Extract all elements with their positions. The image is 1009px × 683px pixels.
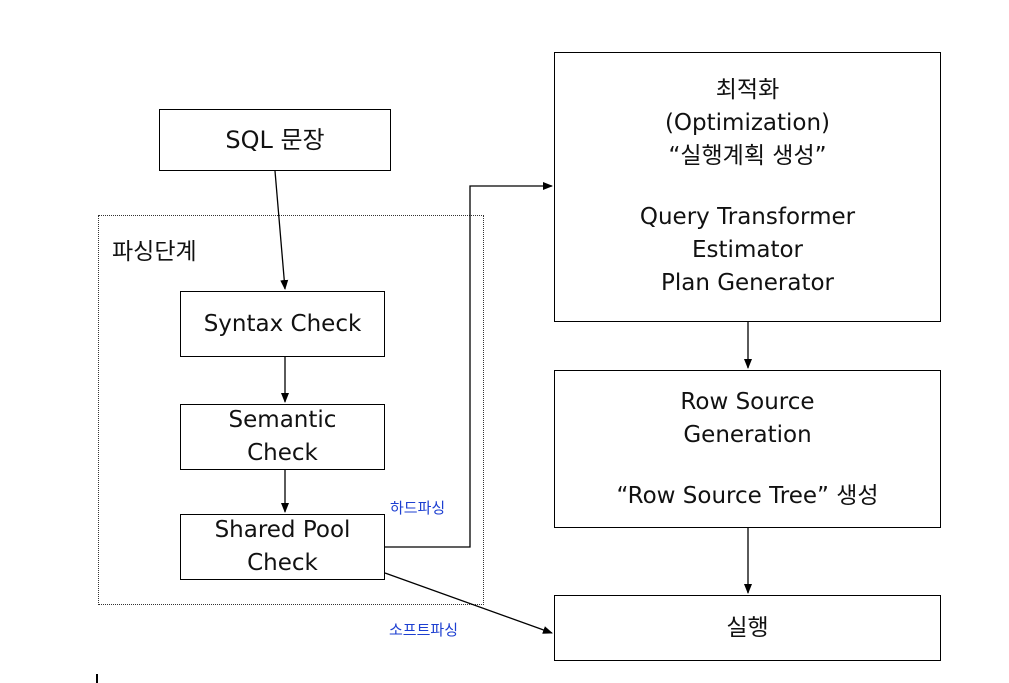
shared-pool-check-line-2: Check [247,550,318,576]
hard-parse-label: 하드파싱 [390,499,446,517]
edge-sql-to-syntax [274,170,289,290]
parsing-stage-region [98,215,484,605]
edge-hard-parse [385,182,553,548]
sql-statement-node: SQL 문장 [159,109,391,171]
edge-soft-parse [384,572,553,634]
shared-pool-check-line-1: Shared Pool [214,517,351,543]
optimization-title-line-1: 최적화 [715,77,780,103]
row-source-generation-node: Row Source Generation “Row Source Tree” … [554,370,941,528]
syntax-check-node: Syntax Check [180,291,385,357]
semantic-check-line-1: Semantic [228,407,337,433]
soft-parse-label: 소프트파싱 [389,621,459,639]
execution-label: 실행 [726,614,769,641]
parsing-stage-label: 파싱단계 [112,239,197,265]
optimization-node: 최적화 (Optimization) “실행계획 생성” Query Trans… [554,52,941,322]
optimization-component-1: Query Transformer [639,204,856,230]
syntax-check-label: Syntax Check [203,310,362,337]
optimization-title-line-3: “실행계획 생성” [668,143,827,169]
optimization-title-line-2: (Optimization) [664,110,831,136]
execution-node: 실행 [554,595,941,661]
sql-statement-label: SQL 문장 [225,125,325,154]
row-source-note: “Row Source Tree” 생성 [616,482,879,509]
shared-pool-check-node: Shared Pool Check [180,514,385,580]
semantic-check-line-2: Check [247,440,318,466]
page-corner-mark [96,674,98,683]
semantic-check-node: Semantic Check [180,404,385,470]
row-source-title-line-2: Generation [683,421,812,448]
optimization-component-3: Plan Generator [660,270,835,296]
optimization-component-2: Estimator [692,237,803,263]
row-source-title-line-1: Row Source [680,388,815,415]
